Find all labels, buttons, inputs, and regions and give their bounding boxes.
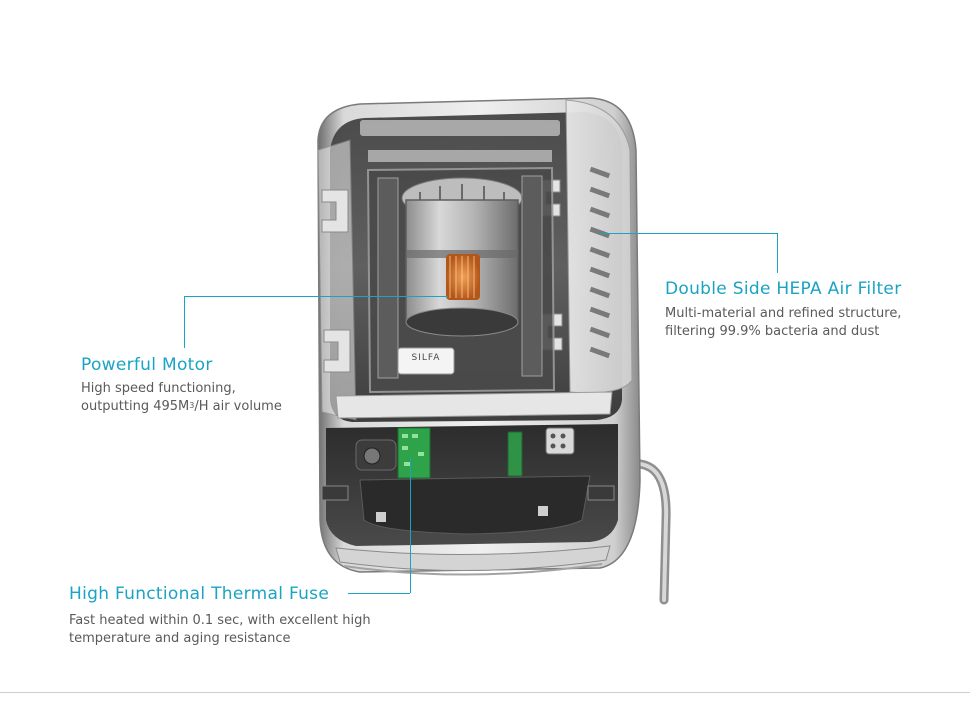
filter-callout-description: Multi-material and refined structure, fi… [665,305,901,341]
filter-description-line: filtering 99.9% bacteria and dust [665,324,880,339]
motor-leader-horizontal [184,296,448,297]
fuse-callout-title: High Functional Thermal Fuse [69,584,330,604]
motor-volume-prefix: outputting 495M [81,399,190,414]
motor-callout-description: High speed functioning, outputting 495M3… [81,380,282,416]
filter-description-line: Multi-material and refined structure, [665,306,902,321]
motor-description-line: outputting 495M3/H air volume [81,398,282,416]
filter-leader-vertical [777,233,778,273]
fuse-leader-horizontal [348,593,410,594]
motor-volume-suffix: /H air volume [194,399,282,414]
device-label-plate: SILFA [411,353,441,363]
motor-callout-title: Powerful Motor [81,355,213,375]
fuse-description-line: Fast heated within 0.1 sec, with excelle… [69,613,371,628]
motor-description-line: High speed functioning, [81,381,236,396]
motor-leader-vertical [184,296,185,348]
fuse-description-line: temperature and aging resistance [69,631,291,646]
motor-volume-superscript: 3 [189,401,195,410]
fuse-leader-vertical [410,458,411,593]
fuse-callout-description: Fast heated within 0.1 sec, with excelle… [69,612,371,648]
filter-callout-title: Double Side HEPA Air Filter [665,279,902,299]
bottom-divider [0,692,970,693]
filter-leader-horizontal [600,233,778,234]
